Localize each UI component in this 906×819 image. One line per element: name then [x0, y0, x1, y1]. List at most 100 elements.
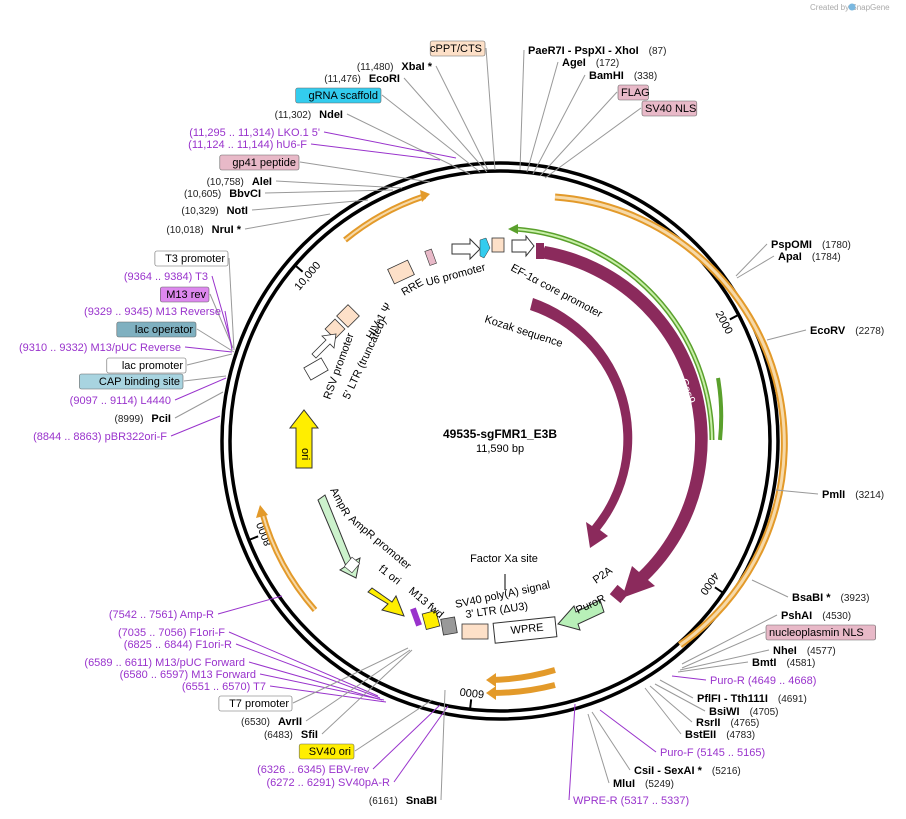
feature-tag-label: T3 promoter: [165, 253, 225, 265]
leader-line: [440, 689, 446, 801]
factor-xa-label: Factor Xa site: [470, 553, 538, 565]
site-label: RsrII(4765): [696, 717, 759, 729]
site-label: PflFI - Tth111I(4691): [697, 693, 807, 705]
primer-label: (8844 .. 8863) pBR322ori-F: [33, 431, 167, 443]
site-label: CsiI - SexAI *(5216): [634, 765, 741, 777]
ruler-tick: [248, 535, 259, 541]
plasmid-name: 49535-sgFMR1_E3B: [443, 427, 557, 441]
feature-tag-box: [641, 100, 698, 117]
leader-line: [435, 65, 489, 171]
cas9-outer-arrow: [540, 246, 708, 598]
leader-line: [544, 107, 642, 179]
leader-line: [183, 375, 227, 382]
leader-line: [186, 353, 233, 366]
primer-label: (7035 .. 7056) F1ori-F: [118, 627, 225, 639]
leader-line: [681, 631, 766, 669]
hiv-box1: [336, 304, 360, 328]
feature-tag-label: gp41 peptide: [232, 157, 296, 169]
feature-tag-label: SV40 NLS: [645, 103, 696, 115]
leader-line: [170, 415, 221, 437]
leader-line: [310, 143, 441, 161]
feature-tag-box: [218, 695, 293, 712]
u6-label: U6 promoter: [425, 261, 487, 289]
leader-line: [209, 293, 234, 349]
leader-line: [217, 595, 283, 615]
top-features: [387, 234, 535, 285]
m13-stripes: [410, 607, 422, 627]
leader-line: [519, 49, 525, 171]
backbone: [220, 161, 780, 721]
gp41-box: [424, 248, 437, 266]
site-label: BmtI(4581): [752, 657, 815, 669]
leader-line: [532, 74, 586, 175]
leader-line: [174, 391, 224, 419]
leader-line: [184, 346, 233, 353]
ori-label: ori: [299, 448, 311, 460]
leader-line: [269, 685, 387, 703]
leader-line: [244, 213, 331, 230]
sv40ori-box: [421, 609, 441, 631]
leader-line: [654, 683, 706, 712]
f1ori-arrow: [367, 587, 405, 617]
plasmid-size: 11,590 bp: [476, 443, 524, 455]
leader-line: [539, 91, 618, 177]
feature-tag-label: cPPT/CTS: [430, 43, 482, 55]
primer-label: (6825 .. 6844) F1ori-R: [124, 639, 232, 651]
feature-tag-box: [219, 154, 300, 171]
primer-label: (7542 .. 7561) Amp-R: [109, 609, 214, 621]
green-arc-small: [716, 377, 724, 441]
primer-label: (6326 .. 6345) EBV-rev: [257, 764, 369, 776]
site-label: BsiWI(4705): [709, 706, 778, 718]
leader-line: [751, 579, 789, 598]
leader-line: [251, 199, 369, 211]
leader-line: [526, 61, 559, 173]
site-label: EcoRV(2278): [810, 325, 884, 337]
leader-line: [264, 189, 394, 194]
labels-right: PaeR7I - PspXI - XhoI(87)AgeI(172)BamHI(…: [519, 45, 884, 807]
wpre-label: WPRE: [510, 622, 544, 637]
site-label: (6161)SnaBI: [369, 795, 437, 807]
feature-tag-box: [154, 250, 229, 267]
leader-line: [403, 77, 488, 173]
leader-line: [321, 649, 413, 735]
site-label: (10,605)BbvCI: [184, 188, 261, 200]
primer-label: (6580 .. 6597) M13 Forward: [120, 669, 256, 681]
leader-line: [679, 649, 770, 671]
orange-arc-bottom2: [491, 682, 556, 696]
leader-line: [659, 679, 694, 699]
feature-tag-box: [617, 84, 649, 101]
primer-label: (6589 .. 6611) M13/pUC Forward: [84, 657, 245, 669]
feature-tag-label: gRNA scaffold: [308, 90, 378, 102]
leader-line: [346, 113, 471, 175]
leader-line: [681, 614, 778, 665]
cas9-inner-arrow: [530, 298, 633, 548]
ef1a-arrow: [511, 234, 535, 258]
outer-arrows: [256, 190, 788, 700]
site-label: NheI(4577): [773, 645, 836, 657]
leader-line: [568, 703, 576, 801]
leader-line: [299, 161, 431, 183]
feature-tag-box: [160, 286, 210, 303]
ef1a-box: [536, 243, 544, 259]
ruler-tick-label: 6000: [459, 685, 485, 700]
primer-label: (9097 .. 9114) L4440: [70, 395, 171, 407]
feature-tag-label: FLAG: [621, 87, 650, 99]
leader-line: [372, 704, 441, 770]
feature-tag-box: [429, 40, 486, 57]
ori-arrow: [288, 409, 320, 469]
leader-line: [305, 649, 411, 722]
feature-tag-label: lac promoter: [122, 360, 183, 372]
primer-label: (6551 .. 6570) T7: [182, 681, 266, 693]
leader-line: [485, 47, 496, 171]
site-label: (8999)PciI: [115, 413, 171, 425]
u6-promoter-arrow: [451, 237, 481, 261]
leader-line: [649, 685, 693, 723]
leader-line: [211, 275, 233, 347]
leader-line: [671, 675, 707, 681]
primer-label: (9329 .. 9345) M13 Reverse: [84, 306, 221, 318]
ltr5-box: [303, 357, 329, 381]
feature-tag-box: [295, 87, 382, 104]
ruler-tick: [469, 699, 473, 710]
primer-label: (9364 .. 9384) T3: [124, 271, 208, 283]
